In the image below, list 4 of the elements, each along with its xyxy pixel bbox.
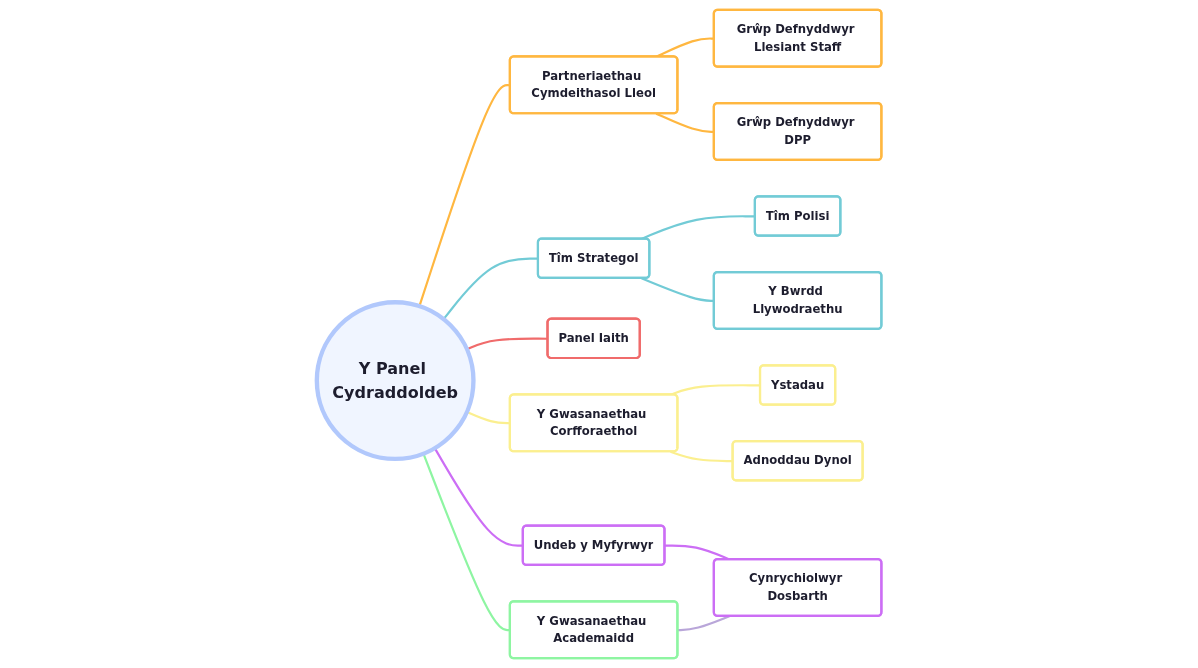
connector — [466, 337, 548, 351]
node-circle: Y Panel Cydraddoldeb — [314, 300, 476, 462]
connector — [670, 450, 733, 463]
connector — [677, 615, 730, 632]
